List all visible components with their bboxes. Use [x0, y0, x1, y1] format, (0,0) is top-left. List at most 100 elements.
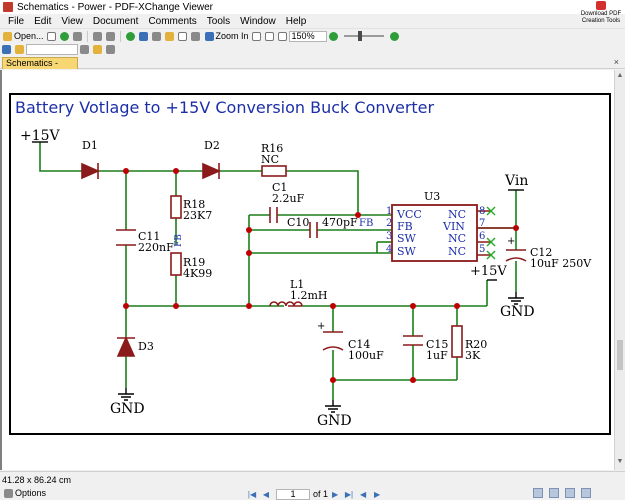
search-options-icon[interactable]: [80, 45, 89, 54]
page-navigation: |◀ ◀ 1 of 1 ▶ ▶| ◀ ▶: [245, 488, 384, 500]
document-viewport[interactable]: Battery Votlage to +15V Conversion Buck …: [0, 70, 614, 470]
c12-plus-sign: +: [507, 236, 515, 247]
pdf-icon: [596, 1, 606, 10]
label-r18: R18: [183, 198, 205, 211]
search-input[interactable]: [26, 44, 78, 55]
page-dimensions: 41.28 x 86.24 cm: [2, 475, 72, 485]
first-page-icon[interactable]: |◀: [247, 489, 257, 499]
label-c1: C1: [272, 181, 287, 194]
label-c12-val: 10uF 250V: [530, 257, 592, 270]
menu-comments[interactable]: Comments: [148, 16, 197, 27]
history-back-icon[interactable]: ◀: [359, 489, 367, 499]
continuous-icon[interactable]: [549, 488, 559, 498]
vertical-scroll-thumb[interactable]: [617, 340, 623, 370]
schematic-frame: [9, 93, 611, 435]
scroll-down-icon[interactable]: ▼: [616, 458, 624, 465]
zoom-plus-icon[interactable]: [389, 31, 399, 41]
next-page-icon[interactable]: ▶: [331, 489, 339, 499]
refresh-icon[interactable]: [125, 31, 135, 41]
menu-file[interactable]: File: [8, 16, 25, 27]
download-label-2: Creation Tools: [581, 18, 621, 24]
scroll-up-icon[interactable]: ▲: [616, 72, 624, 79]
main-toolbar: Open... Zoom In 150%: [0, 28, 625, 43]
page-number-input[interactable]: 1: [276, 488, 310, 500]
zoom-in-button[interactable]: Zoom In: [203, 30, 249, 42]
zoom-value: 150%: [291, 31, 315, 41]
window-title: Schematics - Power - PDF-XChange Viewer: [17, 1, 213, 13]
continuous-facing-icon[interactable]: [581, 488, 591, 498]
single-page-icon[interactable]: [533, 488, 543, 498]
zoom-in-label: Zoom In: [215, 31, 249, 41]
undo-icon[interactable]: [92, 31, 102, 41]
redo-icon[interactable]: [105, 31, 115, 41]
pin-num-4: 4: [386, 244, 392, 255]
last-page-icon[interactable]: ▶|: [344, 489, 354, 499]
prev-page-icon[interactable]: ◀: [262, 489, 270, 499]
open-button[interactable]: Open...: [1, 30, 44, 42]
menu-document[interactable]: Document: [92, 16, 139, 27]
junctions: [123, 168, 519, 383]
options-menu[interactable]: Options: [2, 488, 46, 498]
label-c11-val: 220nF: [138, 241, 174, 254]
label-p15-out: +15V: [470, 264, 507, 279]
label-r16-val: NC: [261, 153, 279, 166]
vertical-scrollbar[interactable]: ▲ ▼: [614, 70, 625, 470]
zoom-tool-icon[interactable]: [2, 45, 11, 54]
tab-schematics-power[interactable]: Schematics - Power: [2, 57, 78, 79]
email-icon[interactable]: [151, 31, 161, 41]
label-gnd-c14: GND: [317, 413, 352, 429]
view-mode-buttons: [530, 488, 594, 498]
menu-edit[interactable]: Edit: [34, 16, 52, 27]
pin-num-8: 8: [479, 206, 485, 217]
actual-size-icon[interactable]: [251, 31, 261, 41]
facing-icon[interactable]: [565, 488, 575, 498]
label-l1-val: 1.2mH: [290, 289, 328, 302]
menu-window[interactable]: Window: [240, 16, 276, 27]
pin-vcc: VCC: [396, 208, 422, 221]
zoom-slider[interactable]: [343, 31, 384, 41]
title-bar: Schematics - Power - PDF-XChange Viewer …: [0, 0, 625, 24]
download-pdf-tools-button[interactable]: Download PDF Creation Tools: [578, 1, 624, 25]
forward-icon[interactable]: [72, 31, 82, 41]
menu-tools[interactable]: Tools: [206, 16, 231, 27]
snapshot-icon[interactable]: [190, 31, 200, 41]
label-c15-val: 1uF: [426, 349, 448, 362]
pin-num-7: 7: [479, 218, 485, 229]
close-tab-icon[interactable]: ×: [613, 57, 619, 67]
document-tab-bar: Schematics - Power ×: [0, 57, 625, 79]
find-icon[interactable]: [93, 45, 102, 54]
fit-page-icon[interactable]: [264, 31, 274, 41]
label-l1: L1: [290, 278, 304, 291]
save-icon[interactable]: [138, 31, 148, 41]
pin-num-1: 1: [386, 206, 392, 217]
history-forward-icon[interactable]: ▶: [373, 489, 381, 499]
menu-bar: File Edit View Document Comments Tools W…: [0, 15, 578, 28]
pin-num-2: 2: [386, 218, 392, 229]
menu-view[interactable]: View: [61, 16, 83, 27]
label-c14-val: 100uF: [348, 349, 384, 362]
pin-vin: VIN: [442, 220, 465, 233]
select-text-icon[interactable]: [177, 31, 187, 41]
fit-width-icon[interactable]: [277, 31, 287, 41]
hand-tool-icon[interactable]: [164, 31, 174, 41]
menu-help[interactable]: Help: [285, 16, 307, 27]
label-c10: C10: [287, 216, 309, 229]
pin-num-3: 3: [386, 231, 392, 242]
label-d1: D1: [82, 139, 98, 152]
print-icon[interactable]: [46, 31, 56, 41]
back-icon[interactable]: [59, 31, 69, 41]
highlight-icon[interactable]: [106, 45, 115, 54]
open-label: Open...: [14, 31, 44, 41]
comment-tool-icon[interactable]: [15, 45, 24, 54]
pin-num-5: 5: [479, 244, 485, 255]
options-label: Options: [15, 488, 47, 498]
zoom-out-icon[interactable]: [328, 31, 338, 41]
zoom-select[interactable]: 150%: [288, 30, 327, 42]
zoom-slider-thumb[interactable]: [357, 31, 362, 41]
pin-nc2: NC: [448, 232, 466, 245]
no-connect-markers: [486, 206, 496, 260]
label-p15-top: +15V: [20, 128, 61, 144]
toolbar-separator: [86, 30, 88, 42]
label-c14: C14: [348, 338, 370, 351]
label-r20-val: 3K: [465, 349, 481, 362]
